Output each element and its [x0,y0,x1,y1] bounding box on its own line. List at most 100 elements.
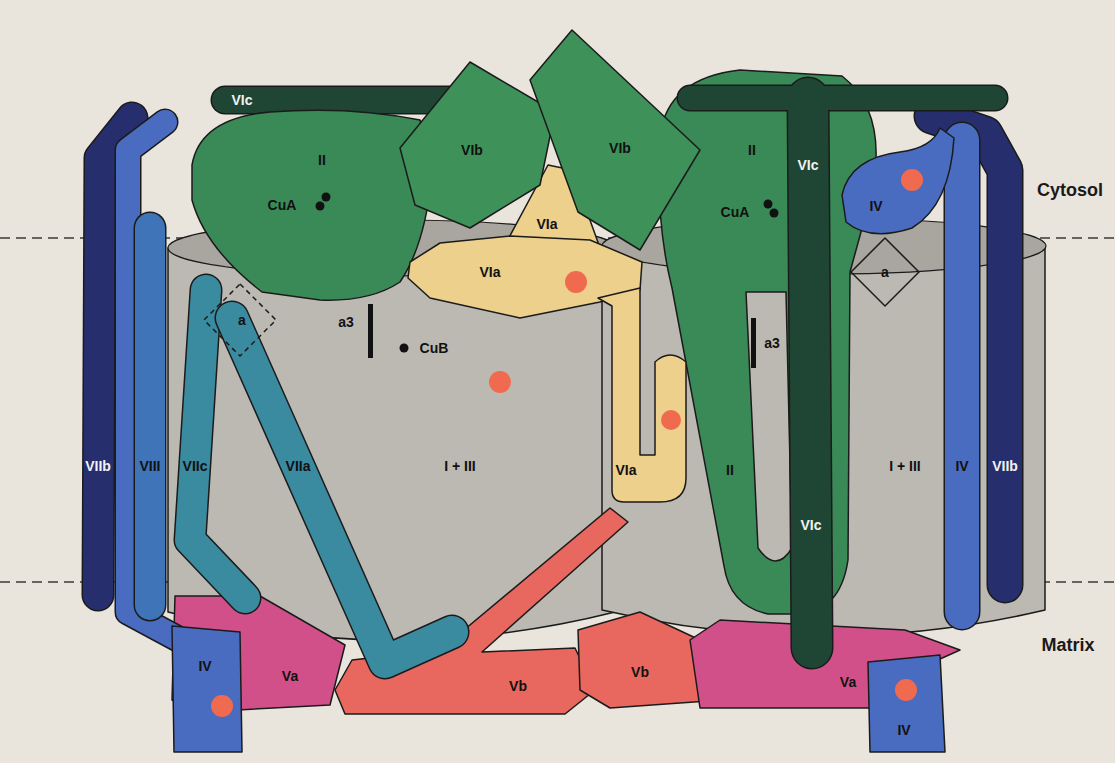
subunit-figure [839,125,957,237]
subunit-label: a3 [338,315,354,329]
subunit-label: IV [955,459,968,473]
subunit-group [505,165,600,248]
band-outline [932,116,1005,585]
subunit-figure [865,652,948,755]
cylinder-top [168,220,616,276]
subunit-label: CuA [268,198,297,212]
subunit-shape: a [848,235,922,309]
subunit-band [135,228,165,605]
subunit-outline [172,626,242,752]
subunit-band [945,140,979,612]
subunit-label: Vb [631,665,649,679]
subunit-figure [667,75,1018,671]
subunit-outline [172,596,345,712]
subunit-group [172,596,345,712]
subunit-shape: VIa [405,233,645,321]
subunit-label: VIc [231,93,252,107]
subunit-shape: a [201,281,279,359]
heme-bar [368,304,373,358]
subunit-label: IV [869,199,882,213]
subunit-group [932,116,1005,585]
subunit-label: a [881,265,889,279]
subunit-group [225,100,470,101]
subunit-shape: VIa [595,285,689,505]
subunit-outline [842,128,954,234]
subunit-label: VIb [461,143,483,157]
subunit-group [598,288,686,502]
subunit-figure [527,27,703,253]
subunit-label: Va [282,669,298,683]
subunit-label: VIIb [85,459,111,473]
band-outline [134,228,167,605]
subunit-label: Va [840,675,856,689]
metal-center [322,193,331,202]
subunit-label: VIc [797,158,818,172]
subunit-shape: IV [865,652,948,755]
subunit-label: II [726,463,734,477]
marker-dot [565,271,587,293]
subunit-outline [851,238,919,306]
subunit-label: VIIa [286,459,311,473]
subunit-figure [213,299,471,681]
marker-dot [661,410,681,430]
metal-center [400,344,409,353]
subunit-group [690,98,995,648]
subunit-figure [405,233,645,321]
region-label: Matrix [1041,636,1094,654]
subunit-label: IV [897,723,910,737]
marker-dot [489,371,511,393]
marker-dot [895,679,917,701]
subunit-group [868,655,945,752]
subunit-label: VIa [536,217,557,231]
subunit-figure [189,107,435,303]
subunit-label: CuA [721,205,750,219]
subunit-group [842,128,954,234]
subunit-band [808,98,812,648]
band-outline [690,85,995,112]
metal-center [764,200,773,209]
subunit-label: VIIb [992,459,1018,473]
subunit-label: II [318,153,326,167]
subunit-label: VIb [609,141,631,155]
subunit-shape: VIb [527,27,703,253]
subunit-label: IV [198,659,211,673]
subunit-label: II [748,143,756,157]
subunit-shape: VIcVIc [667,75,1018,671]
metal-center [770,209,779,218]
subunit-label: VIa [479,265,500,279]
subunit-group [150,228,151,605]
subunit-label: I + III [444,459,476,473]
subunit-shape: II CuA [189,107,435,303]
band-outline [128,122,180,640]
subunit-label: VIII [139,459,160,473]
subunit-group [962,140,963,612]
subunit-label: I + III [889,459,921,473]
band-outline [944,140,981,612]
subunit-figure [942,120,982,632]
subunit-shape: IV [839,125,957,237]
subunit-shape: VIIa [213,299,471,681]
subunit-label: VIa [615,463,636,477]
subunit-shape: IV [942,120,982,632]
band-outline [808,98,812,648]
subunit-label: VIIc [183,459,208,473]
subunit-figure [132,210,168,623]
subunit-outline [505,165,600,248]
subunit-band [128,122,180,640]
subunit-outline [868,655,945,752]
subunit-outline [598,288,686,502]
subunit-band [932,116,1005,585]
marker-dot [901,169,923,191]
subunit-band [690,86,995,110]
metal-center [316,202,325,211]
subunit-shape: VIII [132,210,168,623]
subunit-group [851,238,919,306]
subunit-label: Vb [509,679,527,693]
subunit-label: VIc [800,518,821,532]
region-label: Cytosol [1037,181,1103,199]
subunit-label: a [238,313,246,327]
marker-dot [211,695,233,717]
subunit-group [128,122,242,752]
